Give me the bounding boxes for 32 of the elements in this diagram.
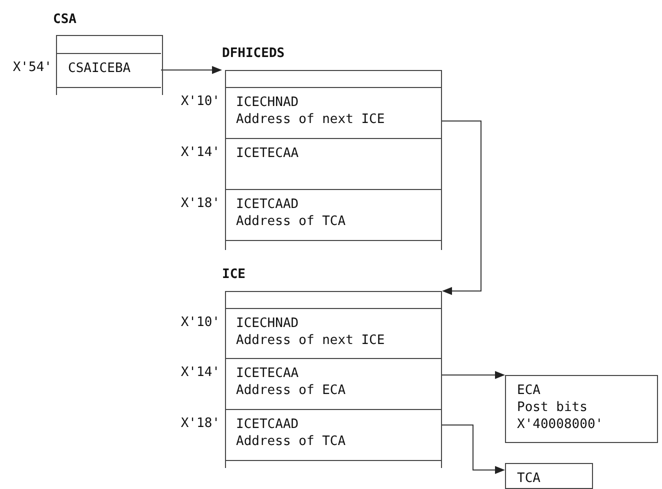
field-name: ICETCAAD [236,416,300,433]
field-description: Post bits X'40008000' [517,399,604,433]
field-name: ICETCAAD [236,196,300,213]
arrow [160,66,222,74]
offset-label: X'18' [180,415,220,432]
field-description: Address of TCA [236,433,347,450]
field-name: ECA [517,382,542,399]
offset-label: X'14' [180,144,220,161]
arrow [440,424,505,474]
field-row [57,53,161,88]
field-name: ICETECAA [236,365,300,382]
control-block-box [505,463,593,489]
field-description: Address of ECA [236,382,347,399]
control-block-box [505,375,658,443]
offset-label: X'18' [180,195,220,212]
block-title: DFHICEDS [222,46,285,62]
block-title: ICE [222,267,246,283]
field-name: ICECHNAD [236,315,300,332]
field-name: ICECHNAD [236,94,300,111]
field-description: Address of next ICE [236,332,386,349]
arrow [440,120,482,295]
field-description: Address of next ICE [236,111,386,128]
field-name: TCA [517,470,542,487]
offset-label: X'10' [180,314,220,331]
field-description: Address of TCA [236,213,347,230]
block-title: CSA [53,12,76,28]
arrow [440,371,505,379]
field-name: CSAICEBA [68,60,132,77]
offset-label: X'10' [180,93,220,110]
offset-label: X'54' [12,59,52,76]
offset-label: X'14' [180,364,220,381]
field-name: ICETECAA [236,145,300,162]
